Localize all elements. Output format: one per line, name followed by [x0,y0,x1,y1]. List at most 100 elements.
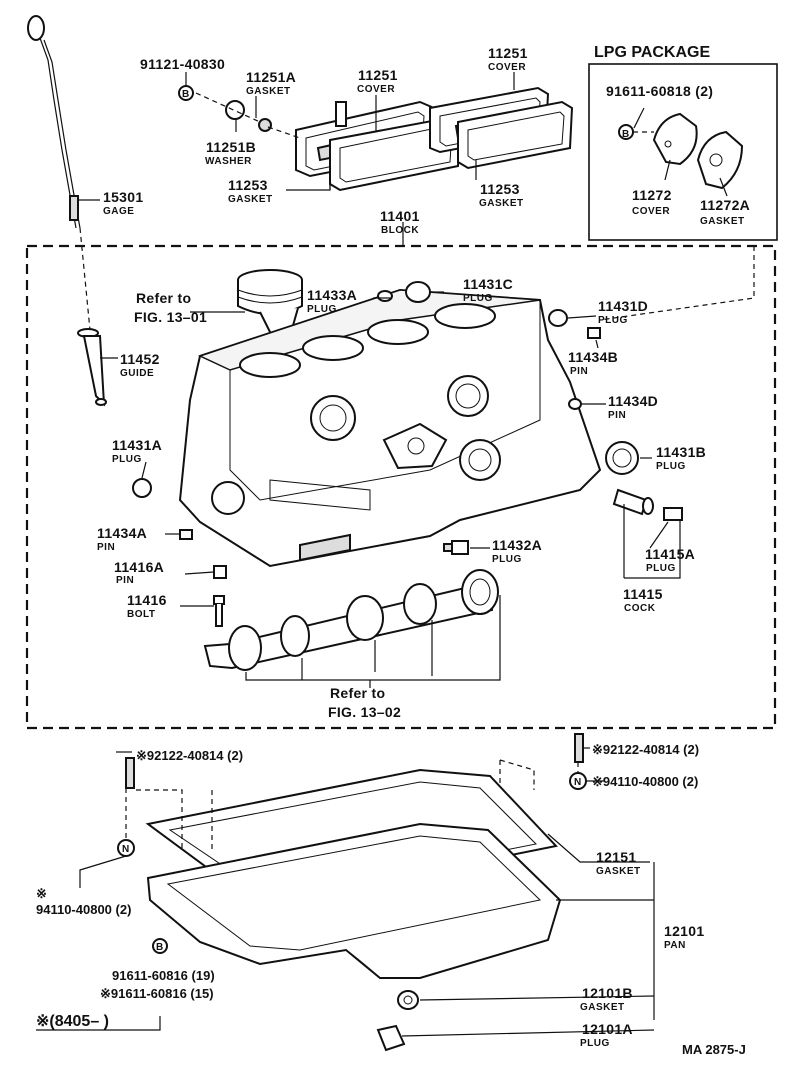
label-11251-num: 11251 [358,67,398,83]
label-11431b-name: PLUG [656,461,686,472]
note-92122-left: ※92122-40814 (2) [136,748,243,763]
dashed-guides [125,178,755,850]
label-11251-name: COVER [357,84,395,95]
guide-tube [77,328,107,407]
label-12101-name: PAN [664,940,686,951]
lpg-gasket-part [696,130,744,190]
oil-pan [146,822,562,979]
label-11431a-name: PLUG [112,454,142,465]
note-94110-left: 94110-40800 (2) [36,902,131,917]
marker-b-label: B [182,89,190,100]
washer-part [225,100,245,120]
camshaft-part [203,569,499,671]
pin-11416a [213,565,227,579]
illustration-code: MA 2875-J [682,1042,746,1057]
pin-11434b [587,327,601,339]
fastener-notes: ※92122-40814 (2) ※92122-40814 (2) ※94110… [36,742,699,1001]
lpg-package-title: LPG PACKAGE [594,44,710,61]
stud-right [574,733,584,763]
label-11253r-num: 11253 [480,181,520,197]
label-11251r-name: COVER [488,62,526,73]
label-11434b-name: PIN [570,366,588,377]
label-11433a-name: PLUG [307,304,337,315]
label-11251a-name: GASKET [246,86,291,97]
block-group-box [25,244,777,730]
label-11272-name: COVER [632,206,670,217]
note-92122-right: ※92122-40814 (2) [592,742,699,757]
marker-n-label: N [122,844,130,855]
ref-fig-13-02-line2: FIG. 13–02 [328,704,401,720]
label-11251a-num: 11251A [246,69,296,85]
lpg-cover-part [652,112,698,166]
label-11251b-name: WASHER [205,156,252,167]
label-11431c-name: PLUG [463,293,493,304]
label-11251r-num: 11251 [488,45,528,61]
plug-11431b [605,441,639,475]
label-11253-name: GASKET [228,194,273,205]
label-11434d-name: PIN [608,410,626,421]
drain-plug-12101a [376,1024,406,1052]
label-11415-name: COCK [624,603,656,614]
label-11416a-num: 11416A [114,559,164,575]
pin-11434d [568,398,582,410]
ref-fig-13-01-line1: Refer to [136,290,191,306]
label-11452-name: GUIDE [120,368,154,379]
label-11416a-name: PIN [116,575,134,586]
label-11432a-num: 11432A [492,537,542,553]
label-11433a-num: 11433A [307,287,357,303]
label-12101a-name: PLUG [580,1038,610,1049]
label-91121-num: 91121-40830 [140,56,225,72]
label-11272a-num: 11272A [700,197,750,213]
label-91611l-num: 91611-60818 (2) [606,83,713,99]
pin-11434a [179,529,193,540]
label-11272-num: 11272 [632,187,672,203]
label-11431a-num: 11431A [112,437,162,453]
label-12101a-num: 12101A [582,1021,633,1037]
label-11434b-num: 11434B [568,349,618,365]
drain-gasket-12101b [397,990,419,1010]
note-94110-left-mark: ※ [36,886,47,901]
cylinder-block [178,288,602,568]
lpg-package-box [588,63,778,241]
label-11415a-name: PLUG [646,563,676,574]
plug-11431a [132,478,152,498]
label-11251b-num: 11251B [206,139,256,155]
plug-11433a [377,290,393,302]
label-11431d-num: 11431D [598,298,648,314]
label-11415-num: 11415 [623,586,663,602]
label-11416-num: 11416 [127,592,167,608]
label-15301-num: 15301 [103,189,143,205]
label-11401-num: 11401 [380,208,420,224]
label-11432a-name: PLUG [492,554,522,565]
marker-b-label: B [156,942,164,953]
leader-lines [78,72,728,1037]
stud-left [125,757,135,789]
label-11431b-num: 11431B [656,444,706,460]
label-12101b-name: GASKET [580,1002,625,1013]
note-91611-19: 91611-60816 (19) [112,968,215,983]
marker-n-label: N [574,777,582,788]
plug-11432a [443,540,469,555]
gage-dipstick [27,15,81,229]
label-11431c-num: 11431C [463,276,513,292]
label-12101-num: 12101 [664,923,704,939]
label-12101b-num: 12101B [582,985,633,1001]
label-11434a-num: 11434A [97,525,147,541]
bolt-marker-b-pan [152,938,168,954]
label-11253r-name: GASKET [479,198,524,209]
marker-b-label: B [622,129,630,140]
label-11434a-name: PIN [97,542,115,553]
label-11416-name: BOLT [127,609,155,620]
label-12151-num: 12151 [596,849,636,865]
ref-fig-13-02-line1: Refer to [330,685,385,701]
label-12151-name: GASKET [596,866,641,877]
note-94110-right: ※94110-40800 (2) [592,774,698,789]
bolt-11416 [213,595,225,627]
note-91611-15: ※91611-60816 (15) [100,986,214,1001]
label-11452-num: 11452 [120,351,160,367]
plug-11431c [405,281,431,303]
drain-cock-11415 [612,488,654,516]
small-gasket-part [258,118,272,132]
